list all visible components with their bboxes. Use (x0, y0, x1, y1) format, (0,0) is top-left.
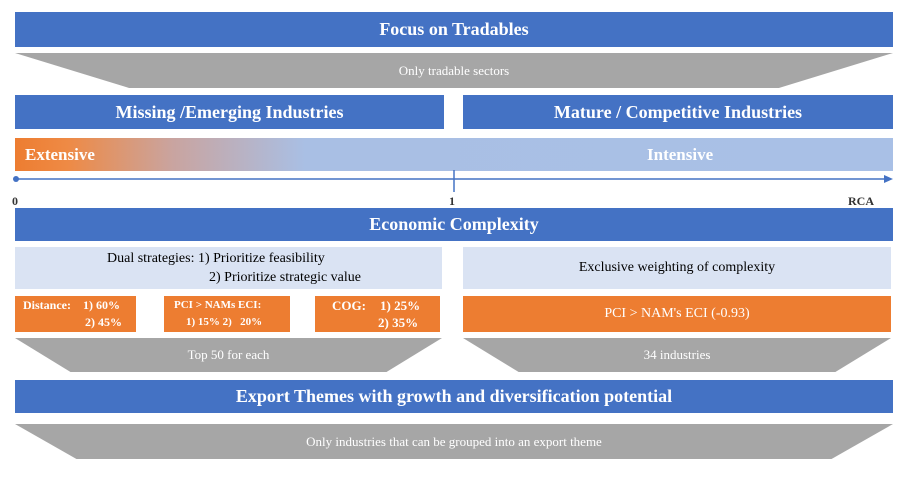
axis-label-zero: 0 (12, 194, 18, 208)
pci-nams-eci-label: PCI > NAMs ECI: (174, 299, 262, 311)
axis-arrowhead (884, 175, 893, 183)
focus-tradables-bar: Focus on Tradables (15, 12, 893, 47)
axis-label-rca: RCA (848, 194, 874, 208)
missing-industries-bar: Missing /Emerging Industries (15, 95, 444, 129)
export-themes-bar: Export Themes with growth and diversific… (15, 380, 893, 413)
tradable-sectors-label: Only tradable sectors (398, 62, 510, 78)
top-50-label: Top 50 for each (187, 347, 270, 362)
distance-value-2: 2) 45% (85, 315, 122, 329)
tradable-sectors-funnel: Only tradable sectors (15, 53, 893, 88)
exclusive-weighting-box: Exclusive weighting of complexity (463, 247, 891, 289)
pci-nam-eci-threshold-label: PCI > NAM's ECI (-0.93) (604, 306, 750, 321)
34-industries-label: 34 industries (643, 347, 711, 362)
distance-label: Distance: (23, 298, 71, 312)
pci-nam-eci-threshold-box: PCI > NAM's ECI (-0.93) (463, 296, 891, 332)
economic-complexity-bar: Economic Complexity (15, 208, 893, 241)
economic-complexity-title: Economic Complexity (369, 214, 539, 234)
cog-value-1: 1) 25% (380, 298, 421, 313)
distance-value-1: 1) 60% (83, 298, 120, 312)
export-themes-title: Export Themes with growth and diversific… (235, 386, 673, 406)
34-industries-funnel: 34 industries (463, 338, 891, 372)
exclusive-weighting-label: Exclusive weighting of complexity (578, 260, 776, 275)
cog-value-2: 2) 35% (378, 315, 419, 330)
mature-industries-bar: Mature / Competitive Industries (463, 95, 893, 129)
axis-origin-dot (13, 176, 19, 182)
dual-strategies-line1: Dual strategies: 1) Prioritize feasibili… (107, 251, 325, 266)
missing-industries-title: Missing /Emerging Industries (115, 101, 344, 122)
intensive-label: Intensive (647, 145, 714, 164)
mature-industries-title: Mature / Competitive Industries (553, 101, 803, 122)
top-50-funnel: Top 50 for each (15, 338, 442, 372)
cog-label: COG: (332, 298, 366, 313)
dual-strategies-line2: 2) Prioritize strategic value (209, 270, 361, 285)
cog-box: COG: 1) 25% 2) 35% (315, 296, 440, 332)
export-theme-label: Only industries that can be grouped into… (306, 433, 602, 449)
extensive-intensive-gradient: Extensive Intensive (15, 138, 893, 171)
pci-nams-eci-box: PCI > NAMs ECI: 1) 15% 2) 20% (164, 296, 290, 332)
rca-axis (13, 170, 893, 192)
dual-strategies-box: Dual strategies: 1) Prioritize feasibili… (15, 247, 442, 289)
extensive-label: Extensive (25, 145, 95, 164)
export-theme-funnel: Only industries that can be grouped into… (15, 424, 893, 459)
pci-nams-eci-values: 1) 15% 2) 20% (186, 316, 263, 328)
focus-tradables-title: Focus on Tradables (379, 19, 529, 39)
axis-label-one: 1 (449, 194, 455, 208)
distance-box: Distance: 1) 60% 2) 45% (15, 296, 136, 332)
